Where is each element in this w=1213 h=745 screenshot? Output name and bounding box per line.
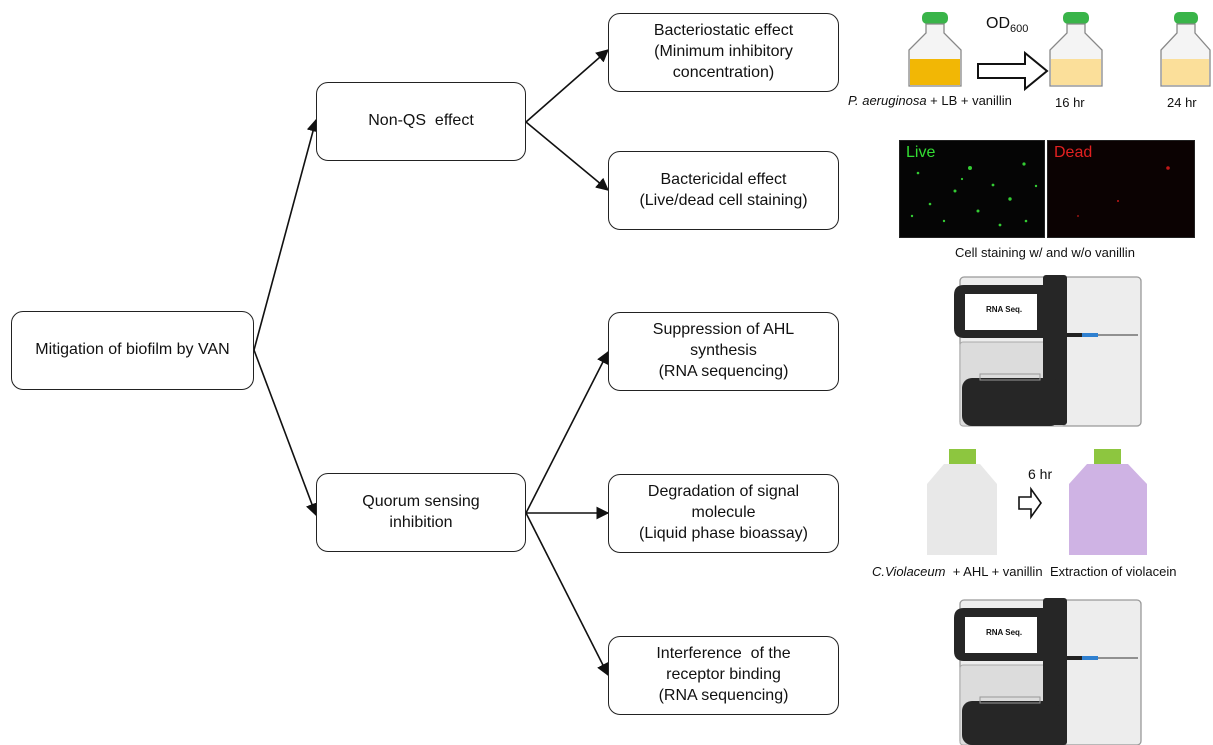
bioassay-time-label: 6 hr bbox=[1028, 466, 1053, 482]
bioassay-arrow-icon bbox=[1018, 486, 1042, 520]
sequencer-1-screen-label: RNA Seq. bbox=[986, 305, 1023, 314]
signal-degradation-line-2: molecule bbox=[691, 504, 756, 522]
bactericidal-line-1: Bactericidal effect bbox=[660, 170, 787, 188]
culture-bottle-16hr bbox=[1049, 12, 1103, 87]
bacteriostatic-line-1: Bacteriostatic effect bbox=[653, 22, 794, 40]
od-arrow-icon bbox=[977, 50, 1049, 92]
bioassay-flask-grey bbox=[927, 449, 997, 555]
arrow-qs-to-ahl bbox=[525, 350, 609, 514]
time-label-24hr: 24 hr bbox=[1167, 95, 1197, 110]
bacteriostatic-node: Bacteriostatic effect (Minimum inhibitor… bbox=[608, 13, 839, 92]
live-cells bbox=[910, 162, 1038, 227]
od-label: OD600 bbox=[986, 15, 1028, 35]
live-label: Live bbox=[906, 144, 936, 161]
time-label-16hr: 16 hr bbox=[1055, 95, 1085, 110]
root-node: Mitigation of biofilm by VAN bbox=[11, 311, 254, 390]
mic-caption: P. aeruginosa + LB + vanillin bbox=[848, 93, 1012, 108]
staining-caption: Cell staining w/ and w/o vanillin bbox=[955, 245, 1135, 260]
qs-node-line-1: Quorum sensing bbox=[362, 492, 480, 510]
bioassay-caption: C.Violaceum + AHL + vanillin bbox=[872, 564, 1043, 579]
arrow-qs-to-receptor bbox=[525, 512, 609, 677]
arrow-nonqs-to-bacteriostatic bbox=[525, 49, 609, 123]
violacein-caption: Extraction of violacein bbox=[1050, 564, 1177, 579]
od-label-subscript: 600 bbox=[1010, 23, 1029, 36]
dead-label: Dead bbox=[1054, 144, 1093, 161]
dead-micrograph: Dead bbox=[1047, 140, 1195, 238]
root-node-label: Mitigation of biofilm by VAN bbox=[35, 341, 230, 359]
qs-node-line-2: inhibition bbox=[389, 513, 453, 531]
receptor-binding-line-2: receptor binding bbox=[666, 666, 781, 684]
non-qs-node: Non-QS effect bbox=[316, 82, 526, 161]
ahl-synthesis-line-3: (RNA sequencing) bbox=[658, 362, 789, 380]
arrow-root-to-qs bbox=[253, 349, 318, 517]
arrow-nonqs-to-bactericidal bbox=[525, 121, 609, 191]
signal-degradation-node: Degradation of signal molecule (Liquid p… bbox=[608, 474, 839, 553]
bioassay-caption-species: C.Violaceum bbox=[872, 564, 946, 579]
mic-caption-species: P. aeruginosa bbox=[848, 93, 927, 108]
mic-caption-rest: + LB + vanillin bbox=[926, 93, 1012, 108]
signal-degradation-line-3: (Liquid phase bioassay) bbox=[639, 524, 808, 542]
arrow-root-to-nonqs bbox=[253, 118, 320, 351]
culture-bottle-24hr bbox=[1160, 12, 1211, 87]
receptor-binding-line-3: (RNA sequencing) bbox=[658, 686, 789, 704]
non-qs-node-label: Non-QS effect bbox=[368, 112, 474, 130]
qs-node: Quorum sensing inhibition bbox=[316, 473, 526, 552]
od-label-text: OD bbox=[986, 15, 1010, 32]
bacteriostatic-line-2: (Minimum inhibitory bbox=[654, 43, 793, 61]
ahl-synthesis-line-1: Suppression of AHL bbox=[652, 321, 795, 339]
sequencer-2-screen-label: RNA Seq. bbox=[986, 628, 1023, 637]
bactericidal-line-2: (Live/dead cell staining) bbox=[639, 191, 808, 209]
bacteriostatic-line-3: concentration) bbox=[672, 63, 775, 81]
live-micrograph: Live bbox=[899, 140, 1045, 238]
bioassay-caption-rest: + AHL + vanillin bbox=[945, 564, 1043, 579]
ahl-synthesis-line-2: synthesis bbox=[690, 342, 757, 360]
receptor-binding-node: Interference of the receptor binding (RN… bbox=[608, 636, 839, 715]
receptor-binding-line-1: Interference of the bbox=[656, 645, 791, 663]
ahl-synthesis-node: Suppression of AHL synthesis (RNA sequen… bbox=[608, 312, 839, 391]
bioassay-flask-purple bbox=[1069, 449, 1147, 555]
bactericidal-node: Bactericidal effect (Live/dead cell stai… bbox=[608, 151, 839, 230]
signal-degradation-line-1: Degradation of signal bbox=[647, 483, 800, 501]
culture-bottle-orange bbox=[908, 12, 962, 87]
dead-cells bbox=[1077, 166, 1170, 217]
